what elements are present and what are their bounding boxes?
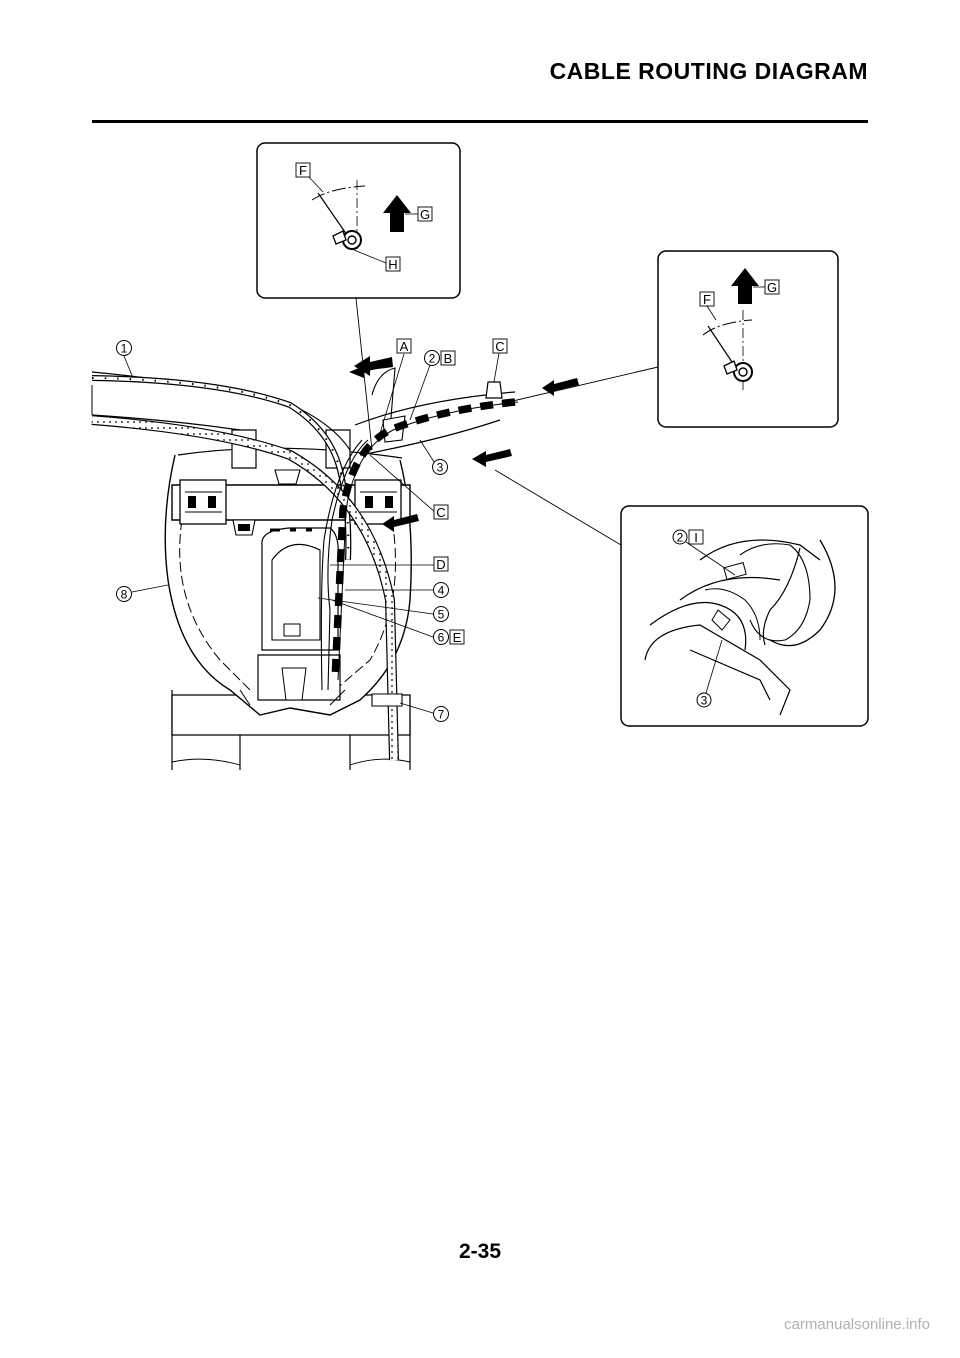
label-C-main-top: C [495, 339, 504, 354]
label-C-main: C [436, 505, 445, 520]
callout-3-bottom: 3 [701, 694, 708, 708]
callout-1: 1 [121, 342, 128, 356]
label-H-top: H [388, 257, 397, 272]
main-drawing [91, 352, 579, 770]
detail-inset-top: F G H [256, 142, 461, 299]
callout-5: 5 [438, 608, 445, 622]
detail-inset-right: F G [657, 250, 839, 428]
main-callouts: 1 A 2 B C 3 C D 4 5 6 E 7 8 [116, 338, 508, 722]
leader-bottom-inset [494, 469, 622, 546]
leader-right-inset [499, 366, 659, 405]
watermark: carmanualsonline.info [784, 1316, 930, 1333]
callout-3: 3 [437, 461, 444, 475]
callout-8: 8 [121, 588, 128, 602]
label-F-right: F [703, 292, 711, 307]
page-number: 2-35 [458, 1240, 502, 1263]
label-E-main: E [453, 630, 462, 645]
header-rule [92, 120, 868, 123]
callout-7: 7 [438, 708, 445, 722]
page-title: CABLE ROUTING DIAGRAM [549, 58, 868, 84]
callout-6: 6 [438, 631, 445, 645]
label-G-top: G [420, 207, 430, 222]
callout-2-bottom: 2 [677, 531, 684, 545]
label-D-main: D [436, 557, 445, 572]
detail-inset-bottom: 2 I 3 [620, 505, 869, 727]
callout-2: 2 [429, 352, 436, 366]
callout-4: 4 [438, 584, 445, 598]
label-F-top: F [299, 163, 307, 178]
label-B-main: B [444, 351, 453, 366]
label-A-main: A [400, 339, 409, 354]
label-G-right: G [767, 280, 777, 295]
label-I-bottom: I [694, 530, 698, 545]
